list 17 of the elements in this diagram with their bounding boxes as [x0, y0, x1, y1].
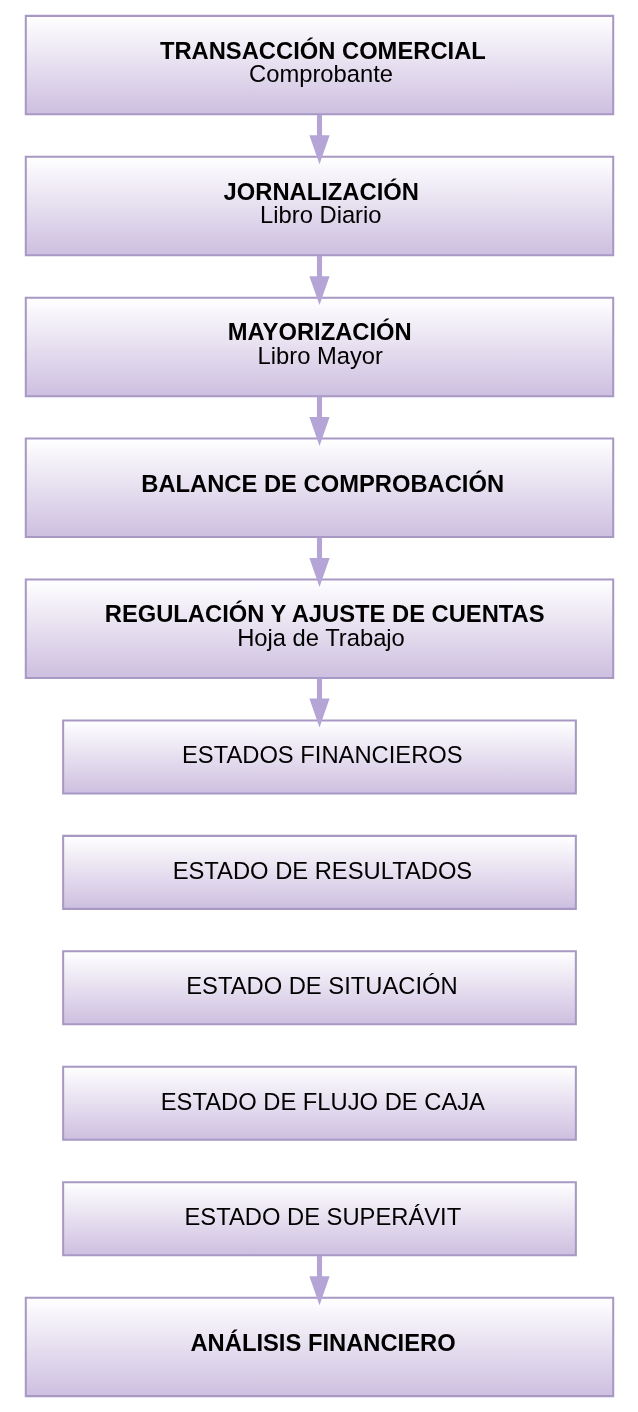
node-box: ANÁLISIS FINANCIERO: [24, 1296, 614, 1398]
arrow: [308, 1255, 330, 1306]
node-box: BALANCE DE COMPROBACIÓN: [24, 437, 614, 539]
arrow: [308, 537, 330, 587]
node-box: TRANSACCIÓN COMERCIAL Comprobante: [24, 14, 614, 116]
node-box: ESTADO DE SUPERÁVIT: [61, 1181, 577, 1257]
arrow: [308, 396, 330, 446]
node-box: JORNALIZACIÓN Libro Diario: [24, 155, 614, 257]
node-box: ESTADO DE FLUJO DE CAJA: [61, 1065, 577, 1141]
arrow: [308, 255, 330, 306]
arrow: [308, 678, 330, 728]
arrow: [308, 114, 330, 165]
node-box: MAYORIZACIÓN Libro Mayor: [24, 296, 614, 398]
node-box: REGULACIÓN Y AJUSTE DE CUENTAS Hoja de Trabajo: [24, 578, 614, 679]
node-box: ESTADO DE RESULTADOS: [61, 834, 577, 910]
node-box: ESTADOS FINANCIEROS: [61, 719, 577, 795]
node-box: ESTADO DE SITUACIÓN: [61, 950, 577, 1026]
